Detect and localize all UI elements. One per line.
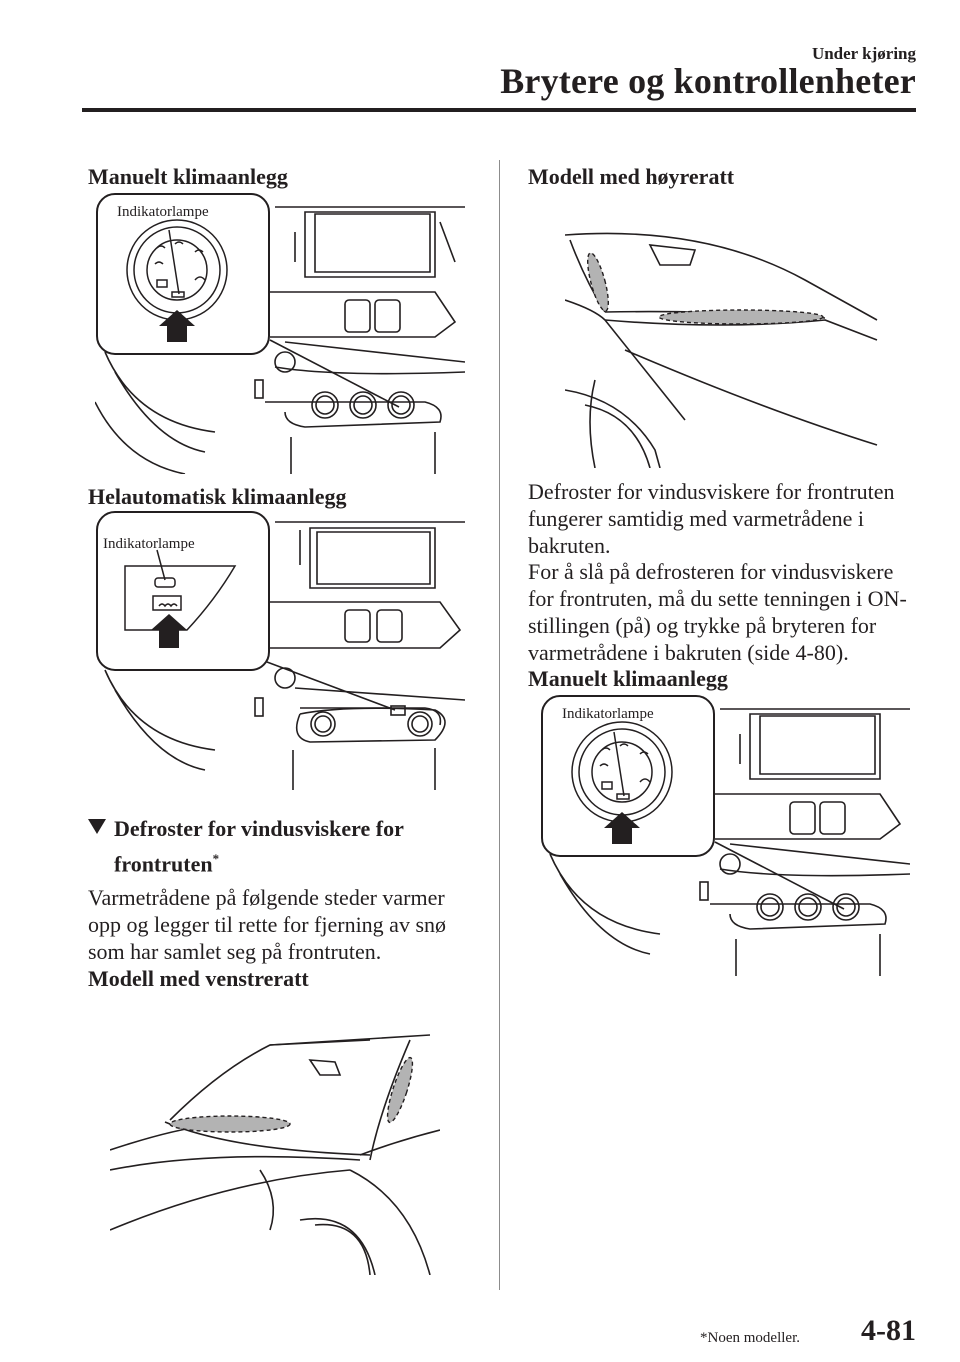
- heading-lhd-model: Modell med venstreratt: [88, 966, 309, 991]
- rhd-paragraph-1: Defroster for vindusviskere for frontrut…: [528, 479, 895, 558]
- heading-manual-climate: Manuelt klimaanlegg: [88, 164, 288, 189]
- column-divider: [499, 160, 500, 1290]
- section-title: Defroster for vindusviskere for: [88, 814, 404, 844]
- figure-auto-climate-dashboard: Indikatorlampe: [95, 510, 465, 790]
- figure-rhd-windshield: [565, 220, 885, 468]
- page-number: 4-81: [861, 1314, 916, 1347]
- figure-manual-climate-dashboard: Indikatorlampe: [95, 192, 465, 474]
- rhd-paragraph-2: For å slå på defrosteren for vindusviske…: [528, 559, 907, 665]
- fig5-callout-label: Indikatorlampe: [562, 706, 654, 722]
- figure-lhd-windshield: [110, 1020, 440, 1275]
- heading-rhd-model: Modell med høyreratt: [528, 164, 735, 189]
- section-title-line2: frontruten*: [114, 851, 220, 877]
- footnote: *Noen modeller.: [700, 1330, 800, 1346]
- heading-manual-climate-right: Manuelt klimaanlegg: [528, 666, 728, 691]
- heading-auto-climate: Helautomatisk klimaanlegg: [88, 484, 347, 509]
- section-triangle-icon: [88, 819, 106, 834]
- header-rule: [82, 108, 916, 112]
- page-title: Brytere og kontrollenheter: [500, 61, 916, 101]
- chapter-label: Under kjøring: [811, 44, 916, 63]
- section-paragraph: Varmetrådene på følgende steder varmer o…: [88, 885, 447, 964]
- fig1-callout-label: Indikatorlampe: [117, 204, 209, 220]
- figure-manual-climate-dashboard-right: Indikatorlampe: [540, 694, 910, 976]
- footnote-marker: *: [212, 851, 220, 866]
- fig2-callout-label: Indikatorlampe: [103, 536, 195, 552]
